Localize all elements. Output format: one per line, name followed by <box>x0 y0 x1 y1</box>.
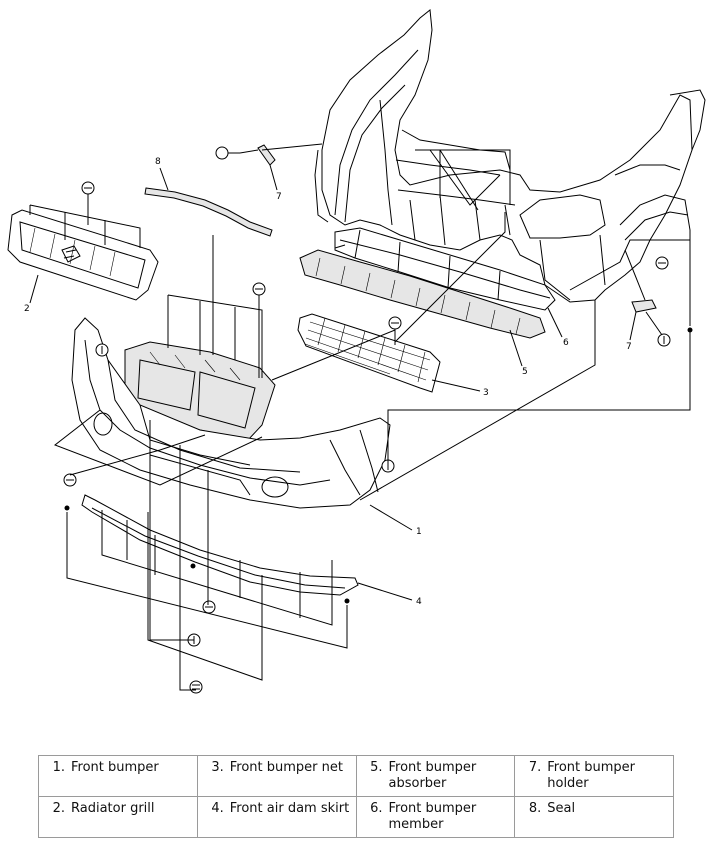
legend-cell: 4. Front air dam skirt <box>196 796 357 838</box>
legend-label: Seal <box>547 801 576 816</box>
radiator-grill-part <box>7 209 159 301</box>
legend-label: Radiator grill <box>71 801 155 816</box>
legend-row: 2. Radiator grill 4. Front air dam skirt 6… <box>38 796 674 838</box>
legend-cell: 6. Front bumper member <box>355 796 516 838</box>
legend-label: Front bumper <box>71 760 159 775</box>
front-air-dam-skirt-part <box>81 494 359 596</box>
callout-5: 5 <box>522 367 528 377</box>
legend-cell: 3. Front bumper net <box>196 755 357 797</box>
parts-legend-table: 1. Front bumper 3. Front bumper net 5. Fron… <box>38 755 674 838</box>
callout-4: 4 <box>416 597 422 607</box>
legend-label: Front bumper holder <box>547 760 636 791</box>
bolt-fastener-icon <box>189 680 203 694</box>
legend-number: 5. <box>370 760 383 775</box>
legend-number: 3. <box>211 760 224 775</box>
legend-cell: 8. Seal <box>514 796 674 838</box>
callout-7-lower: 7 <box>626 342 632 352</box>
vehicle-body-front <box>314 9 706 303</box>
legend-cell: 7. Front bumper holder <box>514 755 674 797</box>
exploded-parts-diagram: 1 2 3 4 5 6 7 7 8 <box>7 9 706 694</box>
callout-1: 1 <box>416 527 422 537</box>
legend-cell: 2. Radiator grill <box>38 796 198 838</box>
callout-2: 2 <box>24 304 30 314</box>
legend-label: Front bumper net <box>229 760 343 775</box>
clip-fastener-icon <box>63 473 77 487</box>
legend-label: Front bumper member <box>388 801 477 832</box>
legend-cell: 5. Front bumper absorber <box>355 755 516 797</box>
clip-fastener-icon <box>655 256 669 270</box>
screw-fastener-icon <box>187 633 201 647</box>
front-bumper-member-part <box>334 227 556 311</box>
clip-fastener-icon <box>215 146 240 160</box>
clip-fastener-icon <box>388 316 402 330</box>
front-bumper-net-part <box>297 313 441 393</box>
screw-fastener-icon <box>95 343 109 357</box>
legend-number: 6. <box>370 801 383 816</box>
callout-8: 8 <box>155 157 161 167</box>
callout-7-upper: 7 <box>276 192 282 202</box>
front-bumper-absorber-part <box>299 249 546 339</box>
legend-number: 8. <box>528 801 542 816</box>
seal-part <box>144 187 273 237</box>
clip-fastener-icon <box>252 282 266 296</box>
legend-number: 4. <box>211 801 224 816</box>
legend-number: 2. <box>52 801 65 816</box>
callout-6: 6 <box>563 338 569 348</box>
legend-cell: 1. Front bumper <box>38 755 198 797</box>
callout-3: 3 <box>483 388 489 398</box>
legend-number: 1. <box>52 760 65 775</box>
clip-fastener-icon <box>81 181 95 195</box>
leader-lines <box>29 143 691 691</box>
callouts: 1 2 3 4 5 6 7 7 8 <box>24 157 637 607</box>
legend-number: 7. <box>528 760 542 775</box>
legend-label: Front air dam skirt <box>229 801 350 816</box>
nut-fastener-icon <box>64 327 693 604</box>
clip-fastener-icon <box>202 600 216 614</box>
legend-label: Front bumper absorber <box>388 760 477 791</box>
screw-fastener-icon <box>657 333 671 347</box>
legend-row: 1. Front bumper 3. Front bumper net 5. Fron… <box>38 755 674 797</box>
